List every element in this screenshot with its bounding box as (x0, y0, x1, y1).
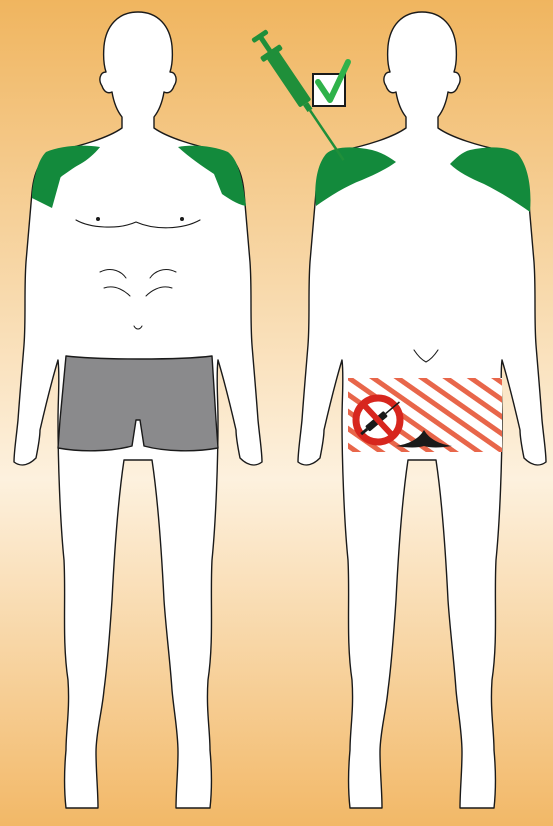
front-left-nipple (96, 217, 100, 221)
front-right-nipple (180, 217, 184, 221)
no-syringe-icon (356, 398, 402, 442)
